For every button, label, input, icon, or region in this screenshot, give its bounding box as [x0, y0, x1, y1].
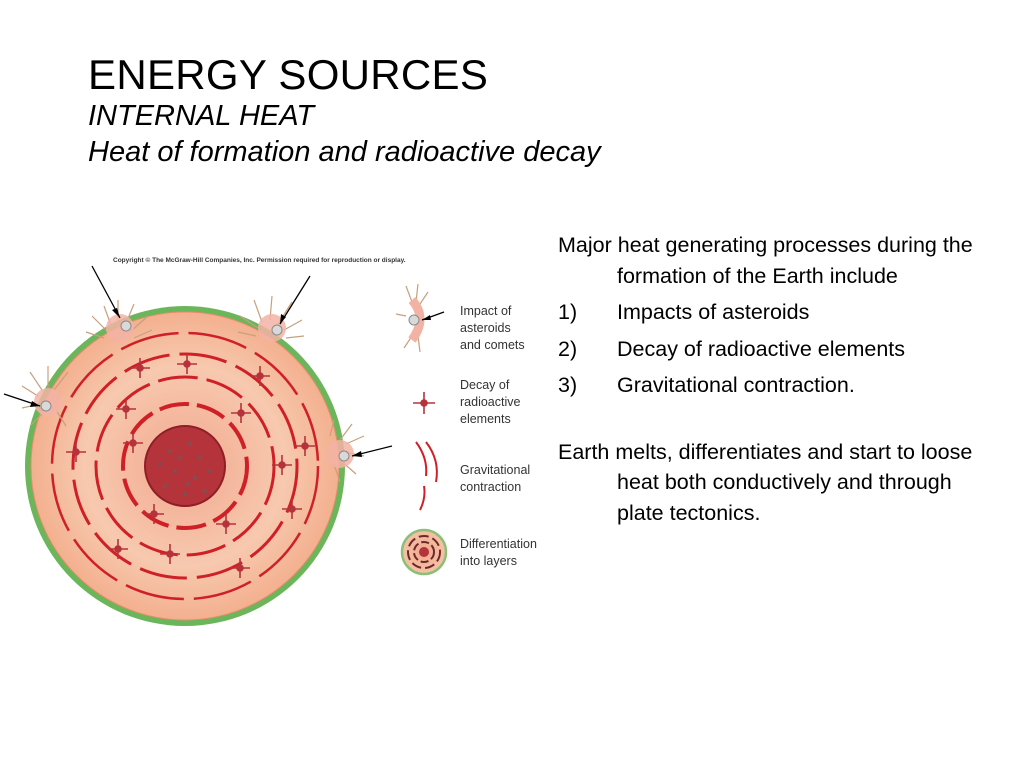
legend-decay-line2: radioactive	[460, 395, 520, 409]
impact-site	[237, 275, 311, 342]
legend-decay-line1: Decay of	[460, 378, 510, 392]
legend-impact-line1: Impact of	[460, 304, 512, 318]
legend-differentiation-icon	[400, 528, 448, 576]
body-text: Major heat generating processes during t…	[558, 230, 978, 534]
contraction-ring-outer	[50, 331, 320, 601]
decay-marker	[231, 403, 251, 423]
decay-markers	[66, 354, 315, 578]
legend-decay-line3: elements	[460, 412, 511, 426]
impact-site	[85, 265, 153, 342]
list-item-number: 1)	[558, 300, 578, 324]
list-item: 3) Gravitational contraction.	[558, 370, 978, 401]
earth-heat-diagram: Copyright © The McGraw-Hill Companies, I…	[0, 236, 550, 636]
intro-paragraph: Major heat generating processes during t…	[558, 233, 973, 288]
spacer	[558, 407, 978, 437]
earth-heat-svg: Copyright © The McGraw-Hill Companies, I…	[3, 256, 537, 626]
list-item: 1) Impacts of asteroids	[558, 297, 978, 328]
decay-marker	[130, 358, 150, 378]
list-item-text: Gravitational contraction.	[617, 373, 855, 397]
core-texture	[158, 442, 212, 496]
decay-marker	[116, 399, 136, 419]
decay-marker	[177, 354, 197, 374]
legend-impact-line2: asteroids	[460, 321, 511, 335]
copyright-notice: Copyright © The McGraw-Hill Companies, I…	[113, 256, 406, 264]
legend-impact-icon	[395, 283, 445, 353]
list-item-text: Impacts of asteroids	[617, 300, 810, 324]
legend-contraction-icon	[415, 441, 438, 511]
slide-subtitle-heat-formation: Heat of formation and radioactive decay	[88, 136, 601, 168]
impact-site	[326, 419, 393, 483]
decay-marker	[272, 455, 292, 475]
impact-sites	[3, 265, 393, 483]
decay-marker	[295, 436, 315, 456]
decay-marker	[66, 442, 86, 462]
list-item-number: 3)	[558, 373, 578, 397]
list-item: 2) Decay of radioactive elements	[558, 334, 978, 365]
legend-differentiation-line2: into layers	[460, 554, 517, 568]
legend-impact-line3: and comets	[460, 338, 525, 352]
decay-marker	[250, 366, 270, 386]
legend: Impact of asteroids and comets Decay of …	[395, 283, 537, 576]
decay-marker	[144, 504, 164, 524]
legend-differentiation-line1: Differentiation	[460, 537, 537, 551]
contraction-ring-3	[94, 375, 276, 557]
list-item-number: 2)	[558, 336, 578, 361]
earth-cross-section	[25, 306, 345, 626]
decay-marker	[160, 544, 180, 564]
legend-decay-icon	[413, 392, 435, 414]
list-item-text: Decay of radioactive elements	[617, 336, 906, 361]
title-block: ENERGY SOURCES INTERNAL HEAT Heat of for…	[88, 52, 601, 170]
slide-subtitle-internal-heat: INTERNAL HEAT	[88, 100, 315, 132]
decay-marker	[230, 558, 250, 578]
conclusion-paragraph: Earth melts, differentiates and start to…	[558, 439, 973, 525]
slide-title: ENERGY SOURCES	[88, 51, 489, 98]
decay-marker	[216, 514, 236, 534]
impact-site	[3, 366, 69, 427]
decay-marker	[123, 433, 143, 453]
decay-marker	[282, 499, 302, 519]
legend-contraction-line1: Gravitational	[460, 463, 530, 477]
decay-marker	[108, 539, 128, 559]
contraction-ring-2	[71, 352, 299, 580]
legend-contraction-line2: contraction	[460, 480, 521, 494]
contraction-ring-inner	[121, 402, 249, 530]
